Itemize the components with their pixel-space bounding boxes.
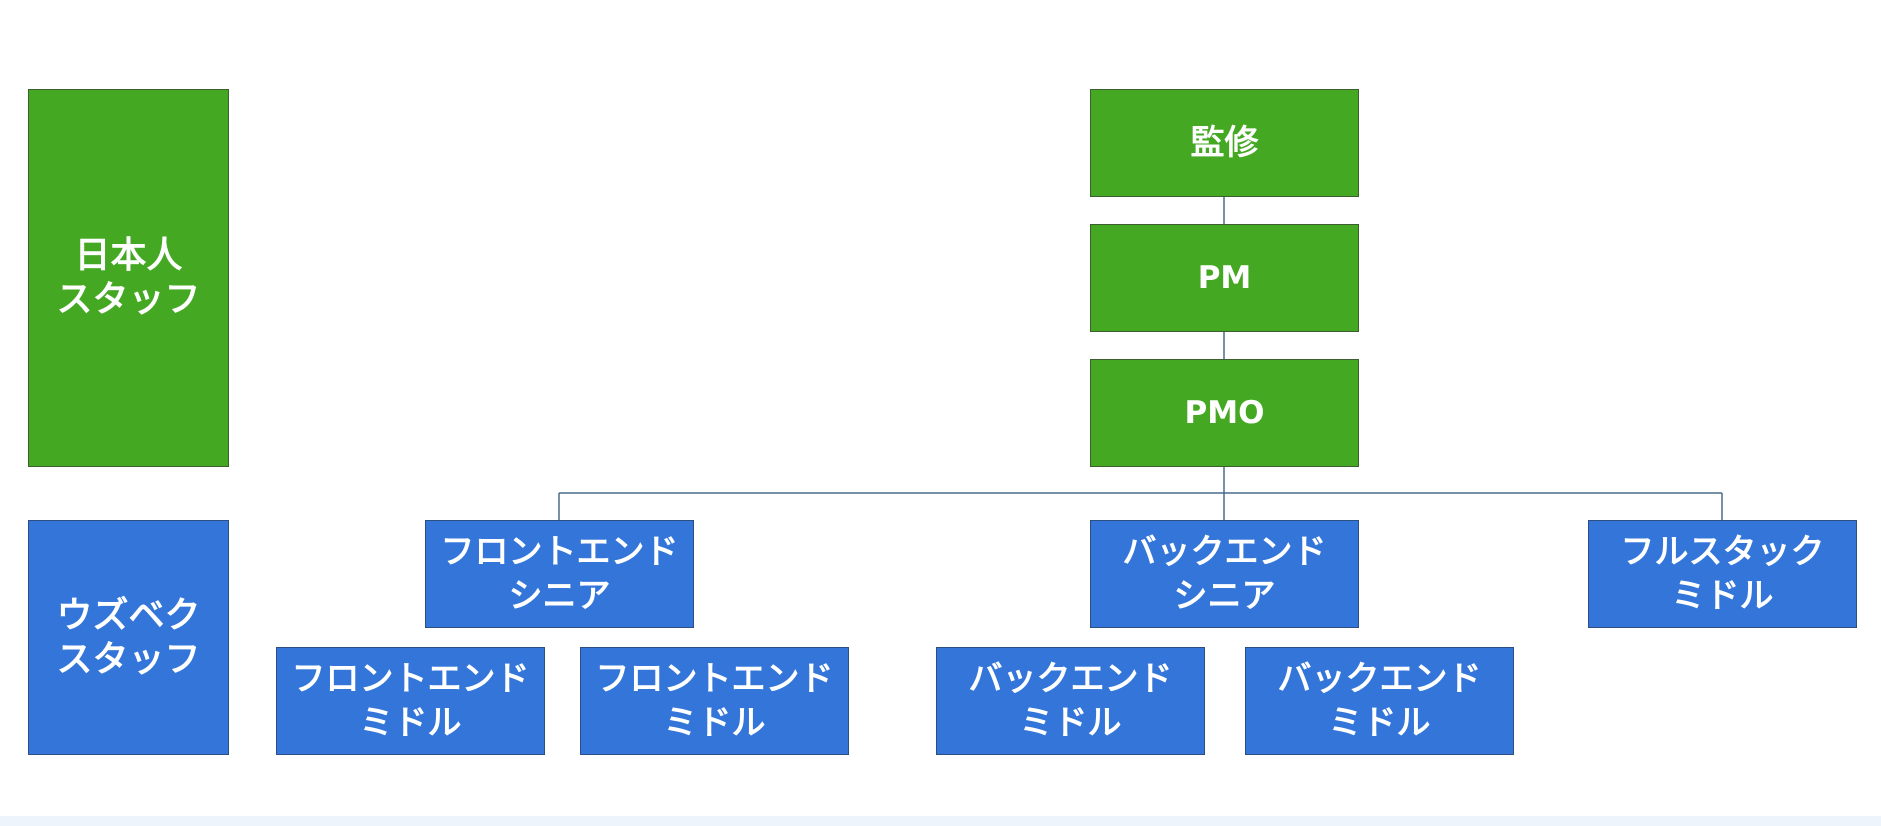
node-pmo: PMO xyxy=(1090,359,1359,467)
node-pm: PM xyxy=(1090,224,1359,332)
node-frontend-middle-1: フロントエンド ミドル xyxy=(276,647,545,755)
node-fullstack-middle: フルスタック ミドル xyxy=(1588,520,1857,628)
footer-band xyxy=(0,816,1881,826)
category-japanese-staff: 日本人 スタッフ xyxy=(28,89,229,467)
node-frontend-senior: フロントエンド シニア xyxy=(425,520,694,628)
node-backend-senior: バックエンド シニア xyxy=(1090,520,1359,628)
node-backend-middle-2: バックエンド ミドル xyxy=(1245,647,1514,755)
category-uzbek-staff: ウズベク スタッフ xyxy=(28,520,229,755)
node-backend-middle-1: バックエンド ミドル xyxy=(936,647,1205,755)
node-frontend-middle-2: フロントエンド ミドル xyxy=(580,647,849,755)
node-supervision: 監修 xyxy=(1090,89,1359,197)
